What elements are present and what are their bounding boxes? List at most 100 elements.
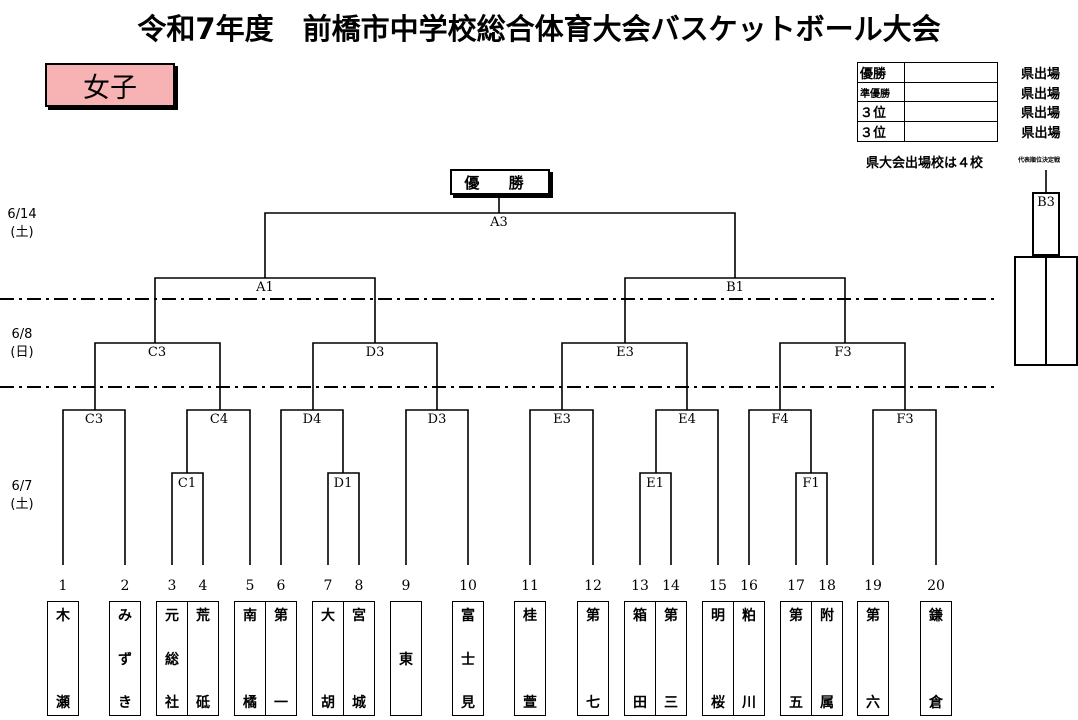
team-name-box: 第三 — [655, 601, 687, 716]
team-name-char: 属 — [820, 695, 834, 711]
quota-note: 代表順位決定戦 — [1018, 157, 1061, 164]
team-number: 5 — [245, 578, 255, 594]
result-qualifier: 県出場 — [1020, 86, 1060, 102]
team-name-char: 城 — [352, 695, 366, 711]
game-label-quarter: D3 — [365, 345, 385, 360]
date-text: 6/14 — [7, 207, 37, 222]
game-label-round1: E1 — [646, 476, 664, 491]
result-qualifier: 県出場 — [1021, 126, 1061, 141]
team-name-char: き — [118, 695, 132, 711]
page-title: 令和7年度 前橋市中学校総合体育大会バスケットボール大会 — [137, 12, 941, 46]
team-name-box: 明桜 — [702, 601, 734, 716]
team-number: 8 — [354, 578, 364, 594]
team-name-char: 田 — [633, 695, 647, 711]
team-name-char: 瀬 — [56, 695, 70, 711]
team-name-char: 胡 — [321, 695, 335, 711]
team-number: 17 — [787, 578, 805, 594]
team-name-box: 大胡 — [312, 601, 344, 716]
team-name-char: 第 — [274, 608, 288, 624]
team-name-char: 第 — [789, 608, 803, 624]
game-label-round1: D1 — [333, 476, 353, 491]
team-name-char: 宮 — [352, 608, 366, 624]
team-name-box: 第七 — [577, 601, 609, 716]
team-name-box: 第一 — [265, 601, 297, 716]
game-label-quarter: F3 — [834, 345, 852, 360]
game-label-final: A3 — [490, 215, 508, 230]
team-name-box: みずき — [109, 601, 141, 716]
team-name-char: 砥 — [196, 695, 210, 711]
team-name-char: 鎌 — [929, 608, 943, 624]
game-label-round2: D4 — [302, 412, 322, 427]
team-name-char: 橘 — [243, 695, 257, 711]
team-name-box: 南橘 — [234, 601, 266, 716]
team-number: 14 — [662, 578, 680, 594]
team-name-box: 箱田 — [624, 601, 656, 716]
team-name-char: 六 — [866, 695, 880, 711]
day-text: (日) — [10, 345, 34, 360]
team-number: 1 — [58, 578, 68, 594]
game-label-round1: F1 — [802, 476, 820, 491]
team-name-char: 南 — [243, 608, 257, 624]
team-number: 2 — [120, 578, 130, 594]
team-name-box: 粕川 — [733, 601, 765, 716]
game-label-round2: F3 — [896, 412, 914, 427]
team-name-box: 宮城 — [343, 601, 375, 716]
team-name-char: 明 — [711, 608, 725, 624]
date-round-1: 6/7 (土) — [2, 478, 42, 514]
result-row: ３位 県出場 — [857, 101, 1063, 122]
game-label-round2: F4 — [771, 412, 789, 427]
team-name-char: 総 — [165, 651, 179, 668]
team-number: 13 — [631, 578, 649, 594]
team-number: 12 — [584, 578, 602, 594]
game-label-round1: C1 — [177, 476, 197, 491]
team-name-char: 第 — [866, 608, 880, 624]
team-name-char: 大 — [321, 608, 335, 624]
result-row: 準優勝 県出場 — [857, 82, 1063, 102]
date-text: 6/7 — [11, 479, 33, 494]
team-name-box: 附属 — [811, 601, 843, 716]
game-label-quarter: C3 — [147, 345, 167, 360]
team-name-char: 倉 — [929, 695, 943, 711]
team-name-box: 鎌倉 — [920, 601, 952, 716]
team-name-box: 荒砥 — [187, 601, 219, 716]
team-name-char: 一 — [274, 695, 288, 711]
day-text: (土) — [10, 497, 34, 512]
team-number: 15 — [709, 578, 727, 594]
team-name-box: 第五 — [780, 601, 812, 716]
team-name-char: み — [118, 608, 132, 624]
team-number: 6 — [276, 578, 286, 594]
team-number: 9 — [401, 578, 411, 594]
team-number: 4 — [198, 578, 208, 594]
team-name-box: 第六 — [857, 601, 889, 716]
team-number: 16 — [740, 578, 758, 594]
quota-text: 県大会出場校は４校 — [866, 156, 984, 171]
game-label-round2: E3 — [553, 412, 571, 427]
game-label-round2: C4 — [209, 412, 229, 427]
team-name-char: ず — [118, 651, 132, 668]
team-name-char: 三 — [664, 695, 678, 711]
team-name-char: 箱 — [633, 608, 647, 624]
team-name-box: 元総社 — [156, 601, 188, 716]
date-round-2: 6/8 (日) — [2, 326, 42, 362]
game-label-round2: D3 — [427, 412, 447, 427]
team-name-box: 木瀬 — [47, 601, 79, 716]
result-rank: ３位 — [857, 121, 905, 142]
team-name-char: 桂 — [523, 608, 537, 624]
team-name-char: 元 — [165, 608, 179, 624]
team-name-box: 東 — [390, 601, 422, 716]
game-label-round2: E4 — [678, 412, 696, 427]
team-number: 18 — [818, 578, 836, 594]
game-label-quarter: E3 — [616, 345, 634, 360]
team-number: 3 — [167, 578, 177, 594]
team-name-box: 富士見 — [452, 601, 484, 716]
game-label-round2: C3 — [84, 412, 104, 427]
team-name-box: 桂萱 — [514, 601, 546, 716]
team-name-char: 社 — [165, 695, 179, 711]
game-label-semi: A1 — [256, 280, 274, 295]
result-qualifier: 県出場 — [1020, 67, 1060, 82]
team-name-char: 萱 — [523, 695, 537, 711]
team-name-char: 見 — [461, 695, 475, 711]
representative-box — [1032, 192, 1060, 256]
result-qualifier: 県出場 — [1020, 106, 1060, 121]
